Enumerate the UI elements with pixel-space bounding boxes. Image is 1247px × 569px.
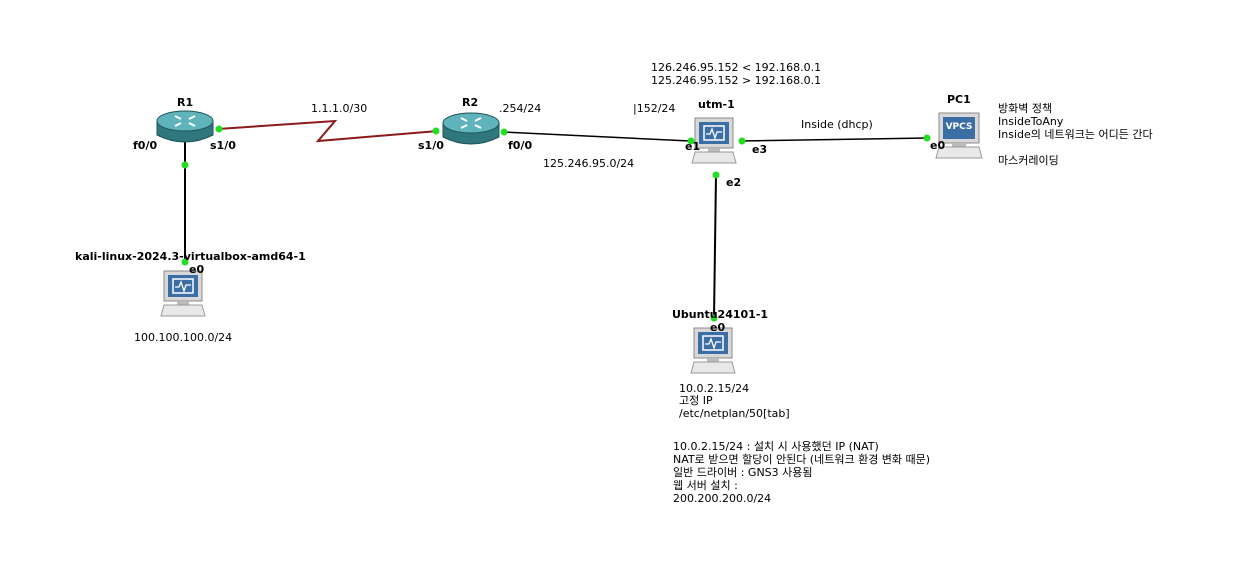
port-dot <box>710 314 718 322</box>
port-dot <box>500 128 508 136</box>
port-dot <box>712 171 720 179</box>
port-dot <box>215 125 223 133</box>
port-dot <box>181 258 189 266</box>
vm-icon <box>690 327 736 374</box>
router-r2[interactable] <box>441 111 501 151</box>
port-label: s1/0 <box>418 139 444 152</box>
router-r1[interactable] <box>155 109 215 149</box>
port-dot <box>738 137 746 145</box>
note-nat-line1: 126.246.95.152 < 192.168.0.1 <box>651 61 822 74</box>
port-dot <box>687 137 695 145</box>
note-nat-line2: 125.246.95.152 > 192.168.0.1 <box>651 74 822 87</box>
vpcs-icon <box>935 112 983 159</box>
note-memo-3: 일반 드라이버 : GNS3 사용됨 <box>673 466 813 479</box>
port-dot <box>923 134 931 142</box>
port-dot <box>432 127 440 135</box>
note-inside: Inside (dhcp) <box>801 118 873 131</box>
note-ubuntu-static: 고정 IP <box>679 394 713 407</box>
port-label: e2 <box>726 176 742 189</box>
device-label-r2: R2 <box>462 96 479 109</box>
note-masquerade: 마스커레이딩 <box>998 154 1059 167</box>
port-dot <box>181 161 189 169</box>
port-label: e3 <box>752 143 768 156</box>
vpcs-badge: VPCS <box>945 122 973 132</box>
device-label-pc1: PC1 <box>947 93 971 106</box>
vm-kali[interactable] <box>160 270 206 318</box>
note-ubuntu-ip: 10.0.2.15/24 <box>679 382 750 395</box>
note-serial-net: 1.1.1.0/30 <box>311 102 368 115</box>
port-label: f0/0 <box>508 139 533 152</box>
link-utm-ubuntu[interactable] <box>713 174 717 319</box>
port-label: e0 <box>710 321 726 334</box>
vm-utm[interactable] <box>691 117 737 165</box>
vm-ubuntu[interactable] <box>690 327 736 375</box>
link-utm-pc1[interactable] <box>741 137 928 142</box>
note-policy-rule: InsideToAny <box>998 115 1064 128</box>
port-label: f0/0 <box>133 139 158 152</box>
note-ubuntu-netplan: /etc/netplan/50[tab] <box>679 407 790 420</box>
vm-icon <box>691 117 737 164</box>
device-label-r1: R1 <box>177 96 194 109</box>
note-policy-title: 방화벽 정책 <box>998 102 1053 115</box>
port-label: e0 <box>930 139 946 152</box>
port-label: s1/0 <box>210 139 236 152</box>
note-utm-ip: |152/24 <box>633 102 676 115</box>
vm-icon <box>160 270 206 317</box>
note-wan-net: 125.246.95.0/24 <box>543 157 635 170</box>
note-policy-desc: Inside의 네트워크는 어디든 간다 <box>998 128 1153 141</box>
note-memo-1: 10.0.2.15/24 : 설치 시 사용했던 IP (NAT) <box>673 440 879 453</box>
note-r2-ip: .254/24 <box>499 102 542 115</box>
note-memo-4: 웹 서버 설치 : <box>673 479 738 492</box>
link-r1-r2-serial[interactable] <box>217 119 439 143</box>
note-memo-2: NAT로 받으면 할당이 안된다 (네트워크 환경 변화 때문) <box>673 453 931 466</box>
device-label-ubuntu: Ubuntu24101-1 <box>672 308 769 321</box>
link-r2-utm[interactable] <box>503 131 691 142</box>
vpcs-pc1[interactable]: VPCS <box>935 112 983 160</box>
note-kali-net: 100.100.100.0/24 <box>134 331 233 344</box>
device-label-utm: utm-1 <box>698 98 735 111</box>
router-icon <box>156 110 214 143</box>
port-label: e0 <box>189 263 205 276</box>
router-icon <box>442 112 500 145</box>
device-label-kali: kali-linux-2024.3-virtualbox-amd64-1 <box>75 250 306 263</box>
note-memo-5: 200.200.200.0/24 <box>673 492 772 505</box>
port-label: e1 <box>685 140 701 153</box>
